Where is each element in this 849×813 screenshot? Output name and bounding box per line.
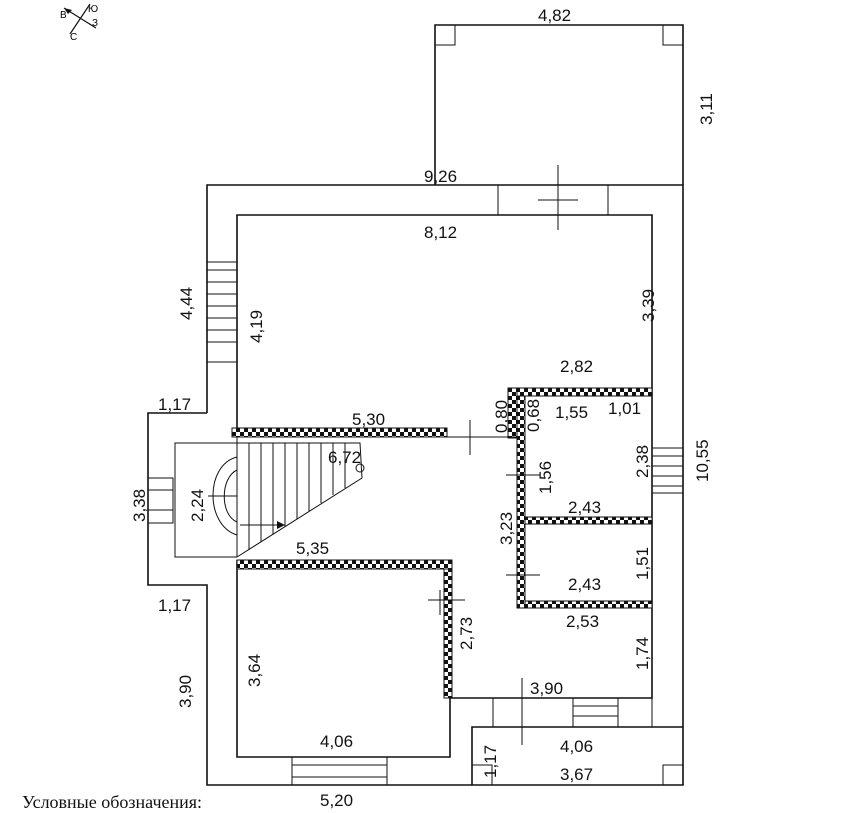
dim-porch-inner-w: 4,06 [560,737,593,756]
compass-e: З [92,18,98,29]
dim-bottom-w: 5,20 [320,791,353,810]
dim-stair-bottom: 5,35 [296,539,329,558]
partition-bath-wc [524,516,653,525]
partition-bath-left [516,395,526,609]
dim-left-step: 1,17 [158,395,191,414]
partition-stair-top [231,427,448,438]
dim-wc-h: 1,51 [633,547,652,580]
partition-wc-bottom [524,600,653,609]
dim-hall-len: 2,73 [457,617,476,650]
dim-porch-h: 1,17 [481,745,500,778]
dim-stair-h: 2,24 [188,489,207,522]
window-left [206,261,238,363]
dim-corridor-top: 2,82 [560,357,593,376]
dim-room-right-h: 2,38 [633,445,652,478]
dim-niche-h1: 0,80 [492,400,511,433]
dim-top-height: 3,11 [697,93,716,125]
dim-porch-len: 3,67 [560,765,593,784]
dim-left-step2: 1,17 [158,596,191,615]
partition-lower-room [443,568,453,699]
dim-stair-wall: 5,30 [352,410,385,429]
window-right [651,447,684,494]
dim-right-lower-h: 1,74 [633,637,652,670]
dim-niche-h2: 0,68 [524,399,543,432]
compass-w: Ю [88,4,98,15]
dim-left-outer-upper: 4,44 [177,287,196,320]
dim-small-room-w: 1,55 [555,403,588,422]
staircase [174,437,365,558]
dim-wc-w: 2,43 [568,575,601,594]
window-stair [147,477,174,524]
dim-stair-outer-h: 3,38 [130,489,149,522]
dim-right-inner-upper: 3,39 [639,289,658,322]
dim-left-inner-upper: 4,19 [247,310,266,343]
compass-n: В [60,10,67,21]
legend-title: Условные обозначения: [22,792,203,812]
window-top [497,184,609,216]
dim-lower-room-w: 4,06 [320,732,353,751]
partition-bath-top [507,387,653,397]
dim-outer-top: 9,26 [424,167,457,186]
dim-small-room-w2: 1,01 [608,399,641,418]
window-porch [572,697,619,728]
dim-stair-len: 6,72 [328,448,361,467]
dim-bath-h: 1,56 [536,461,555,494]
compass-rose: В З С Ю [52,2,112,43]
window-bottom [291,756,388,786]
dim-inner-top: 8,12 [424,223,457,242]
partition-stair-bottom [236,559,453,570]
inner-wall [236,214,653,758]
dim-hall-w: 2,53 [566,612,599,631]
top-terrace [434,24,684,185]
dim-bath-w: 2,43 [568,498,601,517]
dim-porch-w: 3,90 [530,679,563,698]
dim-top-width: 4,82 [538,6,571,25]
dim-lower-room-h: 3,64 [245,654,264,687]
compass-s: С [70,32,77,42]
dim-hall-h: 3,23 [497,512,516,545]
dim-overall-right: 10,55 [693,439,712,482]
dim-lower-outer-h: 3,90 [176,675,195,708]
